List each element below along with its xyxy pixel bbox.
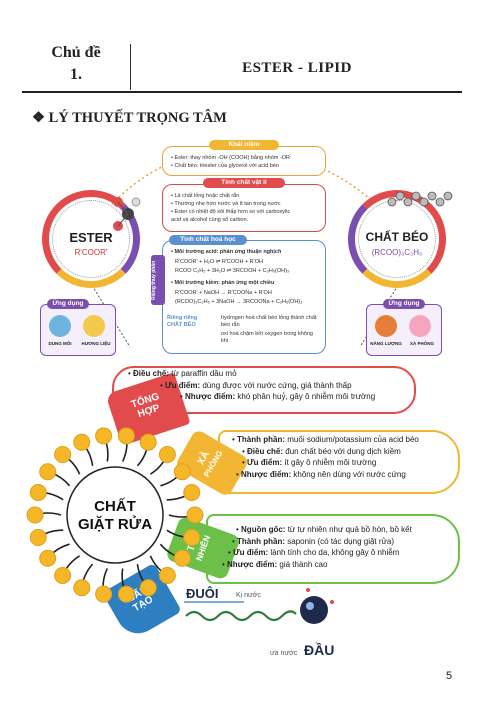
app-right-item: XÀ PHÒNG bbox=[409, 341, 434, 346]
soap-line: • Ưu điểm: ít gây ô nhiễm môi trường bbox=[242, 458, 377, 467]
page-number: 5 bbox=[446, 670, 453, 682]
surfactant-head bbox=[95, 427, 113, 445]
soap-icon bbox=[409, 315, 431, 337]
chemical-tag: Tính chất hoá học bbox=[169, 235, 247, 245]
surfactant-head bbox=[29, 483, 47, 501]
surfactant-head bbox=[173, 549, 191, 567]
ester-lipid-diagram: ESTER R'COOR' CHẤT BÉO (RCOO)₃C₃H₅ Khái … bbox=[30, 132, 460, 357]
surfactant-head bbox=[183, 529, 201, 547]
surfactant-head bbox=[139, 433, 157, 451]
fat-circle bbox=[358, 200, 436, 278]
solvent-icon bbox=[49, 315, 71, 337]
head-label: ĐẦU bbox=[304, 642, 335, 658]
physical-line: acid và alcohol cùng số carbon. bbox=[171, 217, 249, 223]
energy-icon bbox=[375, 315, 397, 337]
natural-line: • Thành phần: saponin (có tác dụng giặt … bbox=[232, 536, 395, 546]
fat-only-line: hydrogen hoá chất béo lỏng thành chất bé… bbox=[221, 315, 317, 328]
synthetic-line: • Nhược điểm: khó phân huỷ, gây ô nhiễm … bbox=[180, 392, 376, 401]
section-title: ❖ LÝ THUYẾT TRỌNG TÂM bbox=[32, 110, 227, 126]
surfactant-head bbox=[117, 427, 135, 445]
base-eq-1: R'COOR' + NaOH → R'COONa + R'OH bbox=[175, 290, 272, 296]
soap-line: • Nhược điểm: không nên dùng với nước cứ… bbox=[236, 469, 406, 479]
natural-details: • Nguồn gốc: từ tự nhiên như quả bồ hòn,… bbox=[222, 524, 454, 570]
surfactant-head bbox=[139, 579, 157, 597]
surfactant-head bbox=[158, 566, 176, 584]
header-rule bbox=[22, 91, 462, 93]
header-divider bbox=[130, 44, 131, 90]
natural-band bbox=[206, 514, 460, 584]
ester-ring bbox=[42, 190, 140, 288]
dotted-connector bbox=[89, 149, 401, 348]
flavor-icon bbox=[83, 315, 105, 337]
soap-line: • Thành phần: muối sodium/potassium của … bbox=[232, 435, 419, 444]
detergent-diagram: TỔNG HỢP • Điều chế: từ paraffin dầu mỏ … bbox=[0, 360, 488, 670]
concept-tag: Khái niệm bbox=[209, 140, 279, 150]
ester-label: ESTER bbox=[69, 230, 113, 245]
physical-tag: Tính chất vật lí bbox=[203, 178, 285, 188]
app-left-item: DUNG MÔI bbox=[48, 341, 72, 346]
natural-line: • Ưu điểm: lành tính cho da, không gây ô… bbox=[228, 548, 400, 557]
synthetic-details: • Điều chế: từ paraffin dầu mỏ • Ưu điểm… bbox=[128, 368, 418, 403]
app-right-tag: Ứng dụng bbox=[383, 299, 425, 309]
surfactant-head bbox=[26, 506, 44, 524]
acid-env: • Môi trường acid: phản ứng thuận nghịch bbox=[171, 249, 282, 255]
physical-card: Tính chất vật lí • Là chất lỏng hoặc chấ… bbox=[162, 178, 326, 232]
surfactant-head bbox=[158, 446, 176, 464]
ester-formula: R'COOR' bbox=[74, 248, 108, 257]
soap-band bbox=[218, 430, 460, 494]
tail-note: Kị nước bbox=[236, 592, 261, 599]
micelle-graphic bbox=[26, 427, 204, 603]
head-note: ưa nước bbox=[270, 650, 298, 657]
app-right-box: Ứng dụng NĂNG LƯỢNG XÀ PHÒNG bbox=[366, 299, 442, 356]
physical-line: • Ester có nhiệt độ sôi thấp hơn so với … bbox=[171, 209, 291, 215]
topic-label: Chủ đề 1. bbox=[51, 44, 101, 83]
surfactant-head bbox=[54, 566, 72, 584]
surfactant-head bbox=[117, 585, 135, 603]
concept-line: • Ester: thay nhóm -OH (COOH) bằng nhóm … bbox=[171, 155, 290, 161]
synthetic-line: • Điều chế: từ paraffin dầu mỏ bbox=[128, 369, 237, 378]
surfactant-head bbox=[95, 585, 113, 603]
center-label: CHẤT GIẶT RỬA bbox=[77, 498, 153, 533]
surfactant-head bbox=[73, 579, 91, 597]
app-left-box: Ứng dụng DUNG MÔI HƯƠNG LIỆU bbox=[40, 299, 116, 356]
fat-only-line: oxi hoá chậm bởi oxygen trong không khí bbox=[221, 331, 313, 344]
surfactant-molecule bbox=[184, 588, 334, 624]
base-eq-2: (RCOO)₃C₃H₅ + 3NaOH → 3RCOONa + C₃H₅(OH)… bbox=[175, 299, 303, 305]
acid-eq-2: RCOO C₃H₅ + 3H₂O ⇌ 3RCOOH + C₃H₅(OH)₃ bbox=[175, 268, 290, 274]
concept-line: • Chất béo: triester của glycerol với ac… bbox=[171, 163, 279, 169]
fat-molecule-icon bbox=[387, 191, 453, 207]
fat-formula: (RCOO)₃C₃H₅ bbox=[371, 248, 423, 257]
physical-line: • Thường nhẹ hơn nước và ít tan trong nư… bbox=[171, 201, 281, 207]
soap-details: • Thành phần: muối sodium/potassium của … bbox=[232, 434, 452, 480]
surfactant-head bbox=[54, 446, 72, 464]
surfactant-head bbox=[186, 506, 204, 524]
surfactant-head bbox=[39, 549, 57, 567]
ester-molecule-icon bbox=[113, 197, 141, 231]
acid-eq-1: R'COOR' + H₂O ⇌ R'COOH + R'OH bbox=[175, 259, 263, 265]
soap-line: • Điều chế: đun chất béo với dung dịch k… bbox=[242, 446, 401, 456]
hydrolysis-side-tag: Riêng thuỷ phân bbox=[151, 255, 165, 305]
fat-label: CHẤT BÉO bbox=[365, 230, 429, 244]
chemical-card: Tính chất hoá học Riêng thuỷ phân • Môi … bbox=[151, 235, 326, 354]
surfactant-head bbox=[39, 463, 57, 481]
page-title: ESTER - LIPID bbox=[242, 60, 352, 76]
natural-line: • Nguồn gốc: từ tự nhiên như quả bồ hòn,… bbox=[236, 525, 412, 534]
natural-line: • Nhược điểm: giá thành cao bbox=[222, 559, 328, 569]
surfactant-head bbox=[173, 463, 191, 481]
app-right-item: NĂNG LƯỢNG bbox=[370, 341, 402, 346]
app-left-tag: Ứng dụng bbox=[47, 299, 89, 309]
ester-circle bbox=[52, 200, 130, 278]
surfactant-head bbox=[183, 483, 201, 501]
tail-label: ĐUÔI bbox=[186, 586, 219, 601]
surfactant-head bbox=[29, 529, 47, 547]
surfactant-head bbox=[73, 433, 91, 451]
base-env: • Môi trường kiềm: phản ứng một chiều bbox=[171, 280, 275, 286]
concept-card: Khái niệm • Ester: thay nhóm -OH (COOH) … bbox=[162, 140, 326, 176]
synthetic-line: • Ưu điểm: dùng được với nước cứng, giá … bbox=[160, 380, 352, 390]
app-left-item: HƯƠNG LIỆU bbox=[81, 341, 111, 346]
fat-only-tag: Riêng riêng CHẤT BÉO bbox=[167, 315, 198, 328]
physical-line: • Là chất lỏng hoặc chất rắn bbox=[171, 193, 240, 199]
